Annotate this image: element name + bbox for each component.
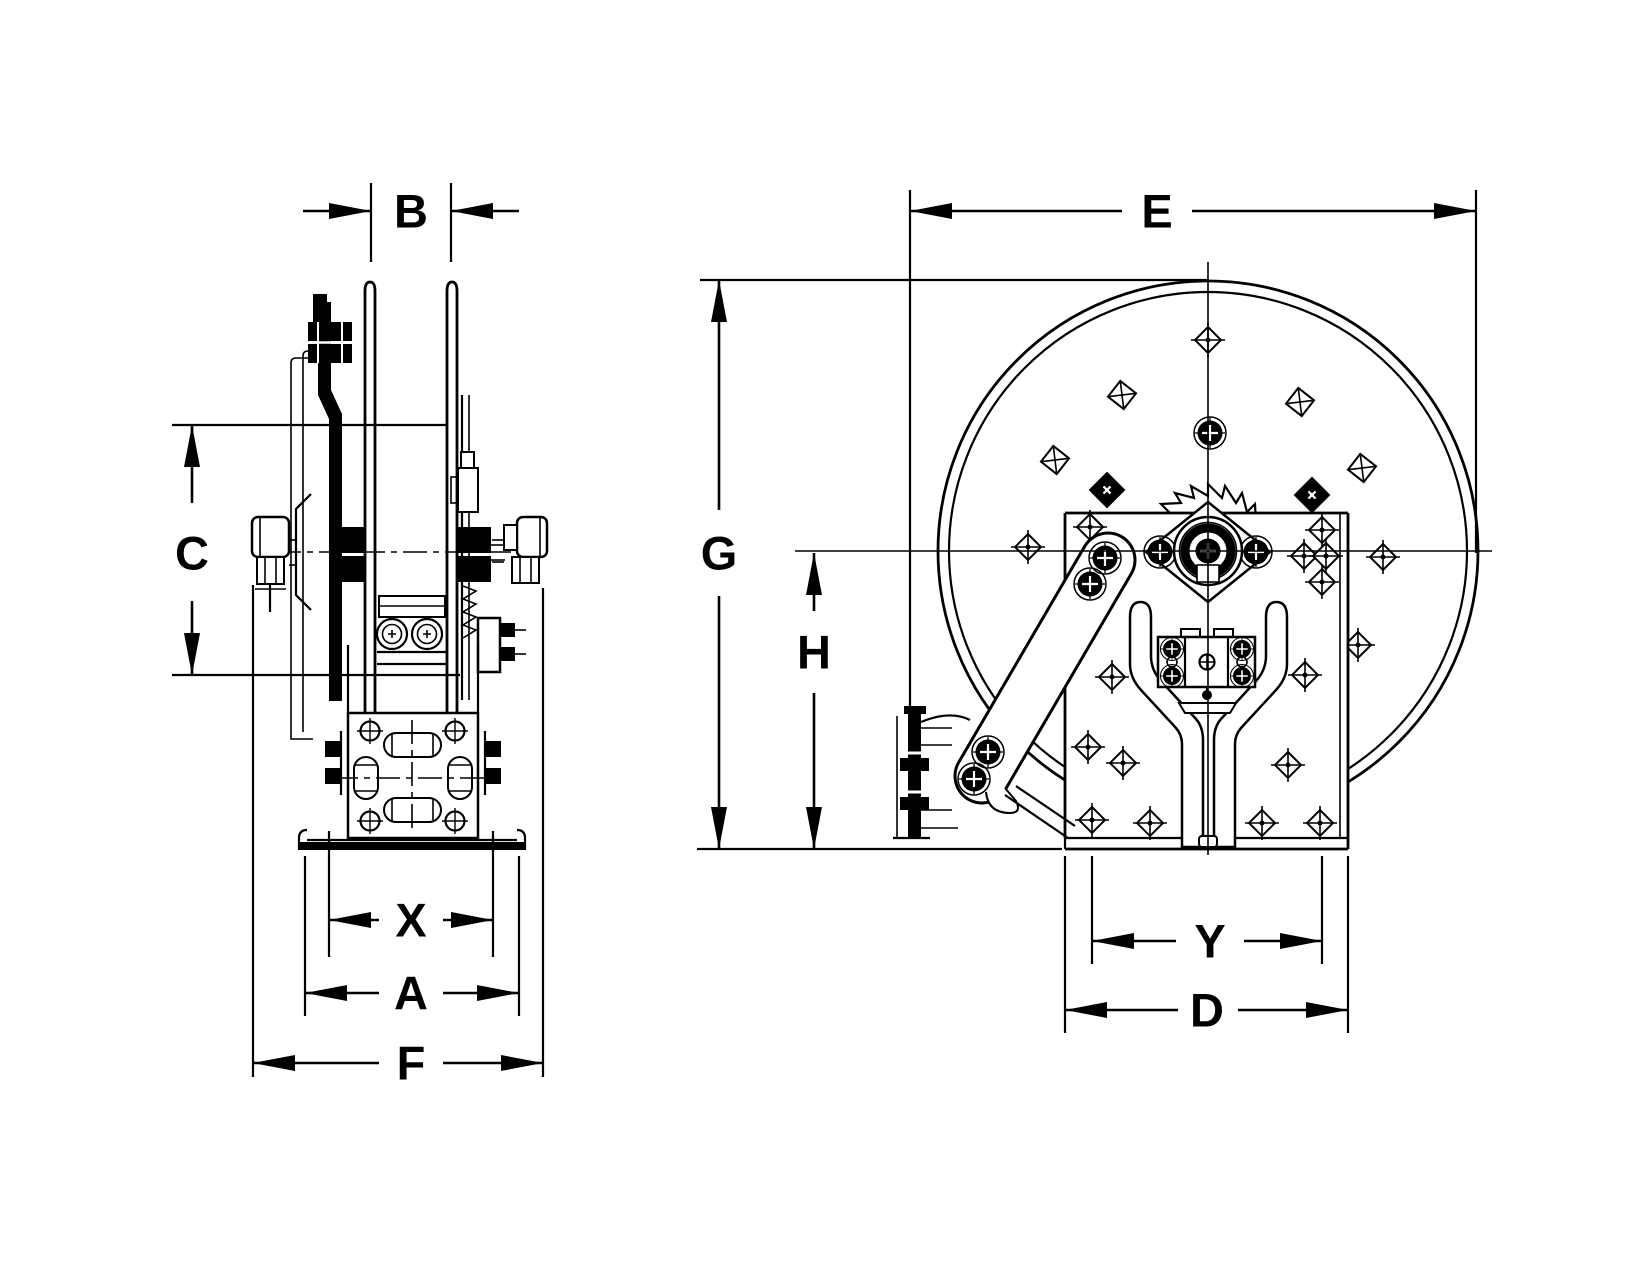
drum-and-hose bbox=[375, 595, 447, 666]
dim-label-b: B bbox=[394, 185, 428, 238]
outlet-manifold bbox=[1156, 628, 1257, 714]
arrowhead bbox=[253, 1055, 295, 1071]
reel-disc-left-edge bbox=[363, 280, 377, 712]
dim-label-c: C bbox=[175, 527, 209, 580]
arrowhead bbox=[711, 807, 727, 849]
arrowhead bbox=[806, 807, 822, 849]
dimension-x: X bbox=[327, 831, 495, 957]
dim-label-e: E bbox=[1141, 185, 1172, 238]
dimension-b: B bbox=[303, 183, 519, 262]
arrowhead bbox=[1306, 1002, 1348, 1018]
arrowhead bbox=[329, 912, 371, 928]
arrowhead bbox=[711, 280, 727, 322]
hose-guide-fork bbox=[1128, 600, 1289, 849]
dimension-f: F bbox=[251, 585, 545, 1090]
arrowhead bbox=[184, 633, 200, 675]
inlet-riser-pipe bbox=[290, 294, 352, 740]
dim-label-d: D bbox=[1190, 984, 1224, 1037]
roller-guide-assembly bbox=[325, 645, 501, 840]
reel-disc-right-edge bbox=[445, 280, 459, 712]
arrowhead bbox=[329, 203, 371, 219]
arrowhead bbox=[910, 203, 952, 219]
dim-label-g: G bbox=[701, 527, 738, 580]
arrowhead bbox=[184, 425, 200, 467]
outlet-elbow-fitting bbox=[492, 515, 549, 584]
frame-plate-right bbox=[450, 395, 479, 700]
dimension-c: C bbox=[172, 423, 460, 677]
dimension-e: E bbox=[908, 185, 1478, 710]
dim-label-x: X bbox=[395, 894, 426, 947]
dimension-a: A bbox=[303, 856, 521, 1020]
arrowhead bbox=[305, 985, 347, 1001]
side-view: B C X A bbox=[172, 183, 549, 1090]
dim-label-f: F bbox=[397, 1037, 426, 1090]
latch-arm bbox=[953, 531, 1137, 839]
dim-label-h: H bbox=[797, 626, 831, 679]
spring-anchor-bracket bbox=[893, 706, 971, 840]
dim-label-a: A bbox=[394, 967, 428, 1020]
arrowhead bbox=[501, 1055, 543, 1071]
front-view: E G H Y bbox=[697, 185, 1492, 1037]
arrowhead bbox=[451, 203, 493, 219]
mounting-base-side bbox=[297, 828, 527, 850]
dim-label-y: Y bbox=[1194, 915, 1225, 968]
dimension-d: D bbox=[1063, 856, 1350, 1037]
arrowhead bbox=[1065, 1002, 1107, 1018]
dimension-y: Y bbox=[1090, 856, 1324, 968]
arrowhead bbox=[477, 985, 519, 1001]
inlet-elbow-fitting bbox=[250, 493, 312, 612]
dimension-g: G bbox=[697, 278, 1208, 851]
dimension-h: H bbox=[797, 553, 831, 849]
latch-bracket-side bbox=[476, 616, 526, 674]
arrowhead bbox=[1092, 933, 1134, 949]
arrowhead bbox=[806, 553, 822, 595]
arrowhead bbox=[1434, 203, 1476, 219]
latch-pawl-tip bbox=[985, 787, 1019, 815]
arrowhead bbox=[451, 912, 493, 928]
arrowhead bbox=[1280, 933, 1322, 949]
